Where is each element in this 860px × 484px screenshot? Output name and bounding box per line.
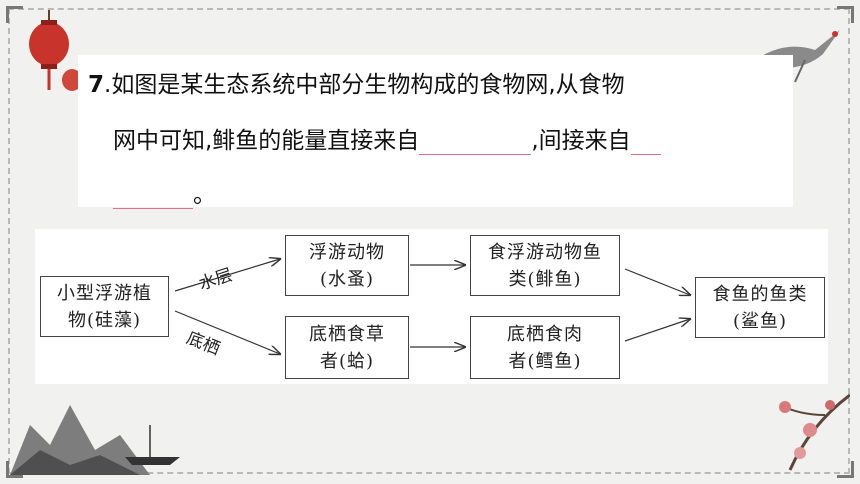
node-benthic-carnivore: 底栖食肉者(鳕鱼)	[470, 316, 620, 379]
question-text-2a: 网中可知,鲱鱼的能量直接来自	[113, 128, 420, 154]
question-block: 7.如图是某生态系统中部分生物构成的食物网,从食物 网中可知,鲱鱼的能量直接来自…	[78, 55, 793, 209]
question-text-1: .如图是某生态系统中部分生物构成的食物网,从食物	[104, 72, 625, 98]
food-web-diagram: 小型浮游植物(硅藻) 水层 底栖 浮游动物(水蚤) 底栖食草者(蛤) 食浮游动物…	[35, 229, 828, 384]
plum-blossom-icon	[779, 393, 850, 471]
question-text-2b: ,间接来自	[531, 128, 631, 154]
frame-corner	[837, 6, 854, 23]
frame-corner	[837, 461, 854, 478]
node-zooplankton: 浮游动物 (水蚤)	[285, 235, 409, 296]
frame-corner	[6, 461, 23, 478]
answer-blank-direct[interactable]	[419, 130, 532, 155]
node-top-predator: 食鱼的鱼类 (鲨鱼)	[695, 277, 825, 338]
node-benthic-herbivore-line2: 者(蛤)	[319, 350, 375, 372]
answer-blank-indirect-end[interactable]	[113, 184, 193, 209]
node-zooplankton-line2: (水蚤)	[319, 268, 375, 290]
arrow-producer-to-clam	[174, 310, 280, 354]
question-line-3: 。	[113, 175, 216, 209]
node-top-predator-line2: (鲨鱼)	[732, 310, 788, 332]
node-zooplankton-line1: 浮游动物	[309, 241, 385, 263]
arrow-herring-to-shark	[624, 268, 690, 295]
node-producer: 小型浮游植物(硅藻)	[40, 276, 169, 337]
food-web-arrows	[174, 229, 828, 384]
answer-blank-indirect-start[interactable]	[630, 130, 661, 155]
question-number: 7	[88, 72, 105, 98]
node-plankton-fish-line1: 食浮游动物鱼	[488, 241, 602, 263]
frame-corner	[6, 6, 23, 23]
node-benthic-carnivore-line1: 底栖食肉	[507, 323, 583, 345]
node-benthic-herbivore-line1: 底栖食草	[309, 323, 385, 345]
question-line-2: 网中可知,鲱鱼的能量直接来自 ,间接来自	[113, 121, 661, 155]
node-benthic-herbivore: 底栖食草者(蛤)	[285, 316, 409, 379]
node-producer-line2: 物(硅藻)	[67, 309, 142, 331]
question-line-1: 7.如图是某生态系统中部分生物构成的食物网,从食物	[88, 65, 625, 99]
page-frame	[8, 8, 850, 474]
node-plankton-fish-line2: 类(鲱鱼)	[508, 268, 582, 290]
node-top-predator-line1: 食鱼的鱼类	[712, 283, 808, 305]
landscape-icon	[10, 405, 180, 475]
arrow-producer-to-zooplankton	[174, 259, 280, 292]
question-text-3: 。	[193, 182, 216, 208]
node-benthic-carnivore-line2: 者(鳕鱼)	[508, 350, 582, 372]
arrow-cod-to-shark	[624, 319, 690, 342]
node-producer-line1: 小型浮游植	[57, 282, 152, 304]
node-plankton-fish: 食浮游动物鱼类(鲱鱼)	[470, 235, 620, 296]
lantern-icon	[29, 10, 82, 91]
